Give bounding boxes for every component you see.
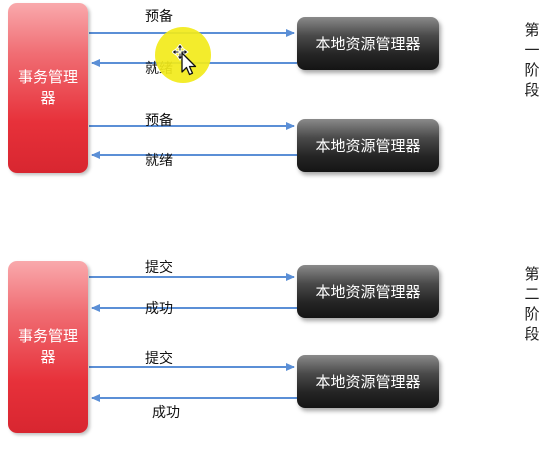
stage-label-phase2: 第二阶段: [524, 265, 540, 343]
resource-manager-p1-2: 本地资源管理器: [297, 119, 439, 172]
message-commit: 提交: [145, 351, 173, 367]
message-prepare: 预备: [145, 113, 173, 129]
move-cursor-icon: [172, 44, 197, 76]
resource-manager-label: 本地资源管理器: [315, 373, 421, 391]
message-success: 成功: [145, 301, 173, 317]
message-success: 成功: [152, 405, 180, 421]
message-commit: 提交: [145, 260, 173, 276]
resource-manager-p2-1: 本地资源管理器: [297, 265, 439, 318]
stage-label-phase1: 第一阶段: [524, 21, 540, 99]
transaction-manager-phase2: 事务管理器: [8, 261, 88, 433]
transaction-manager-label: 事务管理器: [18, 327, 79, 366]
resource-manager-p1-1: 本地资源管理器: [297, 17, 439, 70]
transaction-manager-label: 事务管理器: [18, 68, 79, 107]
resource-manager-label: 本地资源管理器: [315, 35, 421, 53]
message-prepare: 预备: [145, 9, 173, 25]
resource-manager-label: 本地资源管理器: [315, 283, 421, 301]
resource-manager-p2-2: 本地资源管理器: [297, 355, 439, 408]
transaction-manager-phase1: 事务管理器: [8, 3, 88, 173]
message-ready: 就绪: [145, 153, 173, 169]
resource-manager-label: 本地资源管理器: [315, 137, 421, 155]
